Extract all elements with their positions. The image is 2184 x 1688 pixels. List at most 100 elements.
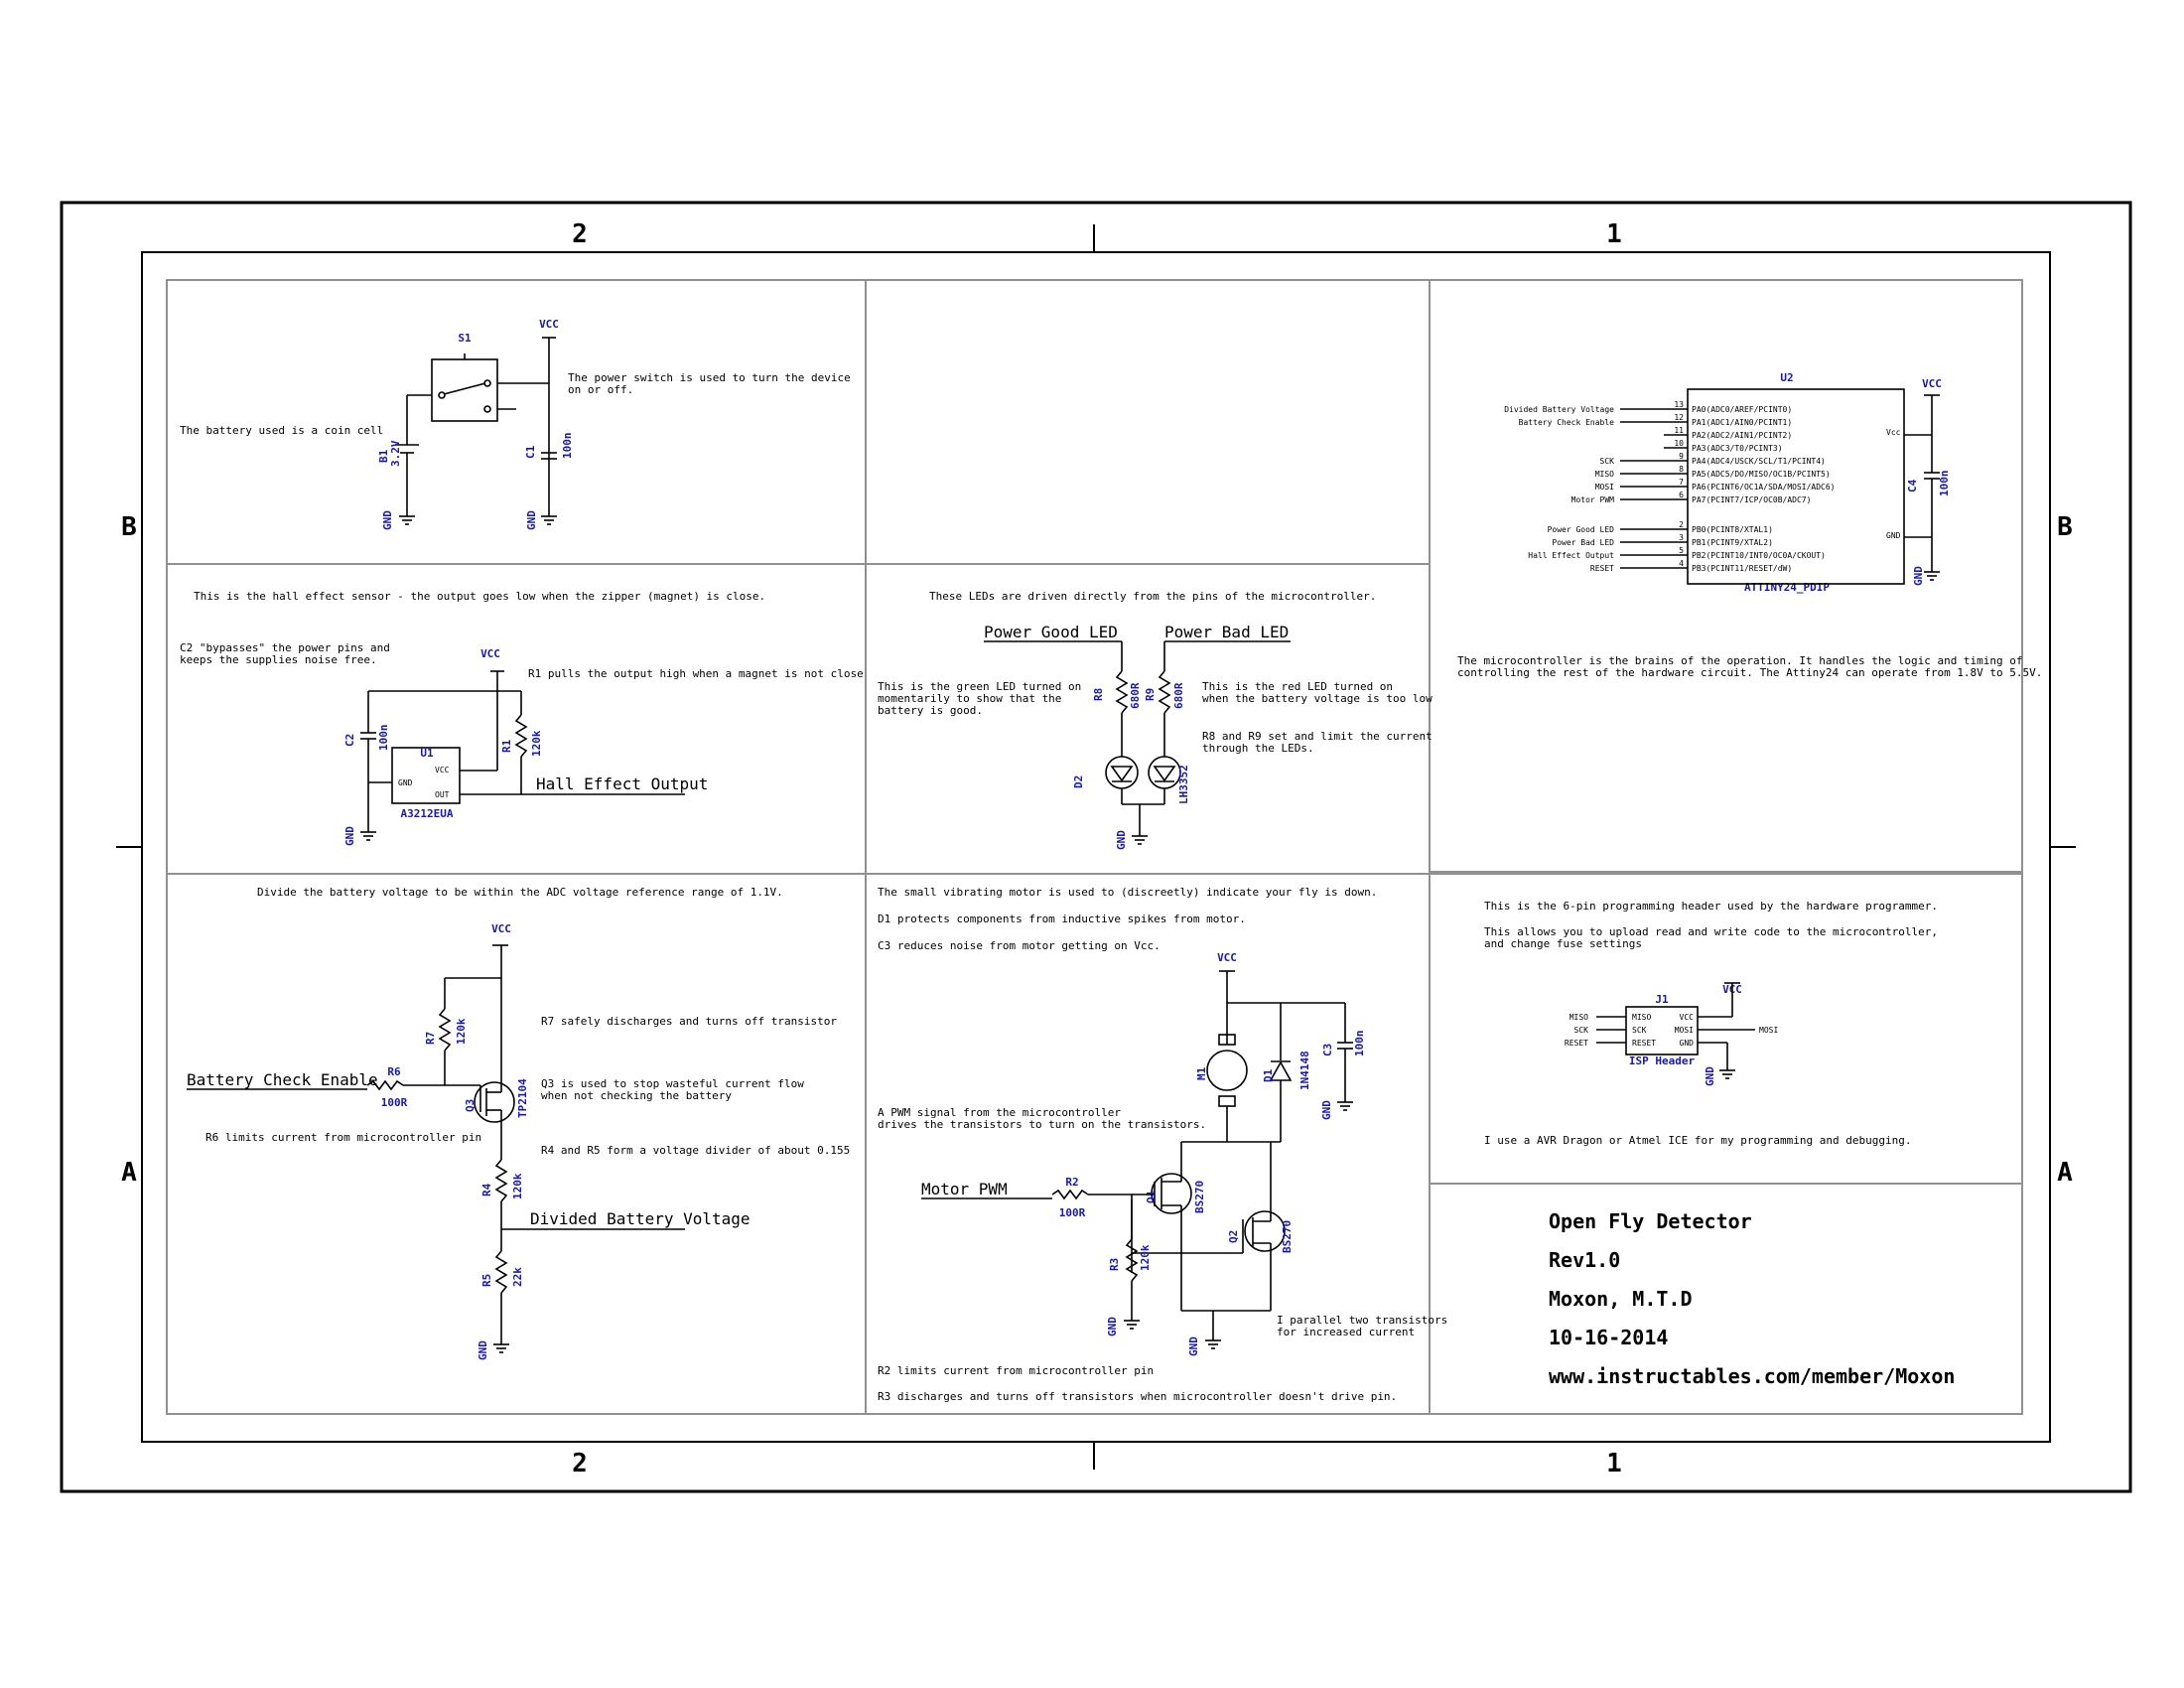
u1-sensor <box>391 747 461 804</box>
d3-part: LH3352 <box>1177 765 1190 804</box>
section-grid <box>166 279 2023 1415</box>
isp-pin-mosi: MOSI <box>1675 1026 1694 1035</box>
mcu-pin-name: PB0(PCINT8/XTAL1) <box>1692 525 1773 534</box>
r6-label: R6 <box>387 1065 401 1078</box>
mcu-pin-name: PA1(ADC1/AIN0/PCINT1) <box>1692 418 1792 427</box>
mcu-pin-number: 3 <box>1679 533 1684 542</box>
d1-part: 1N4148 <box>1298 1051 1311 1090</box>
r7-note: R7 safely discharges and turns off trans… <box>541 1015 837 1028</box>
motor-note-1: The small vibrating motor is used to (di… <box>878 886 1377 899</box>
mcu-net-label: MOSI <box>1595 483 1614 492</box>
red-note-2: when the battery voltage is too low <box>1202 692 1433 705</box>
power-section: The battery used is a coin cell The powe… <box>180 318 851 530</box>
c1-value: 100n <box>561 433 574 460</box>
mcu-net-label: Motor PWM <box>1571 495 1615 504</box>
mcu-pin-name: PB1(PCINT9/XTAL2) <box>1692 538 1773 547</box>
divided-voltage-net: Divided Battery Voltage <box>530 1209 751 1228</box>
mcu-vcc-pin: Vcc <box>1886 428 1901 437</box>
q3-part: TP2104 <box>516 1078 529 1118</box>
zone-left-b: B <box>121 512 137 542</box>
u2-label: U2 <box>1780 371 1793 384</box>
zone-top-2: 2 <box>572 219 588 249</box>
hall-note: This is the hall effect sensor - the out… <box>194 590 765 603</box>
c3-label: C3 <box>1321 1044 1334 1056</box>
motor-note-2: D1 protects components from inductive sp… <box>878 913 1246 925</box>
mcu-pin-number: 6 <box>1679 491 1684 499</box>
isp-note-3: and change fuse settings <box>1484 937 1642 950</box>
d1-label: D1 <box>1262 1068 1275 1082</box>
mcu-net-label: Battery Check Enable <box>1519 418 1615 427</box>
mcu-pin-name: PA6(PCINT6/OC1A/SDA/MOSI/ADC6) <box>1692 483 1836 492</box>
r2-label: R2 <box>1065 1176 1078 1189</box>
green-note-3: battery is good. <box>878 704 983 717</box>
zone-bottom-2: 2 <box>572 1449 588 1478</box>
gnd-label-c3: GND <box>1320 1100 1333 1120</box>
led-section: These LEDs are driven directly from the … <box>878 590 1433 850</box>
project-title: Open Fly Detector <box>1549 1209 1752 1233</box>
pwm-note-2: drives the transistors to turn on the tr… <box>878 1118 1206 1131</box>
zone-right-a: A <box>2057 1158 2073 1188</box>
title-block: Open Fly Detector Rev1.0 Moxon, M.T.D 10… <box>1549 1209 1955 1388</box>
mcu-net-label: Power Bad LED <box>1552 538 1614 547</box>
r8-label: R8 <box>1092 688 1105 701</box>
mcu-pin-number: 4 <box>1679 559 1684 568</box>
zone-bottom-1: 1 <box>1606 1449 1622 1478</box>
u1-vcc-pin: VCC <box>435 766 450 774</box>
q2-label: Q2 <box>1227 1230 1240 1243</box>
r6-note: R6 limits current from microcontroller p… <box>205 1131 481 1144</box>
motor-pwm-net: Motor PWM <box>921 1180 1008 1198</box>
u1-gnd-pin: GND <box>398 778 413 787</box>
isp-tools-note: I use a AVR Dragon or Atmel ICE for my p… <box>1484 1134 1911 1147</box>
mcu-pin-number: 8 <box>1679 465 1684 474</box>
mcu-pin-name: PB2(PCINT10/INT0/OC0A/CKOUT) <box>1692 551 1826 560</box>
q3-note-2: when not checking the battery <box>541 1089 732 1102</box>
date: 10-16-2014 <box>1549 1326 1668 1349</box>
battery-check-note: Divide the battery voltage to be within … <box>257 886 783 899</box>
mcu-pin-name: PA7(PCINT7/ICP/OC0B/ADC7) <box>1692 495 1811 504</box>
power-bad-net: Power Bad LED <box>1164 623 1289 641</box>
mcu-net-label: MISO <box>1595 470 1614 479</box>
isp-note-1: This is the 6-pin programming header use… <box>1484 900 1938 913</box>
r6-value: 100R <box>381 1096 408 1109</box>
gnd-label-isp: GND <box>1704 1066 1716 1086</box>
zone-left-a: A <box>121 1158 137 1188</box>
gnd-label-q: GND <box>1187 1336 1200 1356</box>
r1-label: R1 <box>500 739 513 753</box>
j1-header <box>1625 1006 1699 1055</box>
switch-note-1: The power switch is used to turn the dev… <box>568 371 851 384</box>
power-good-net: Power Good LED <box>984 623 1118 641</box>
r2-value: 100R <box>1059 1206 1086 1219</box>
q3-transistor <box>474 1081 515 1123</box>
u2-part: ATTINY24_PDIP <box>1744 581 1830 594</box>
revision: Rev1.0 <box>1549 1248 1620 1272</box>
mcu-section: U2 ATTINY24_PDIP VCC Vcc GND C4 100n GND… <box>1457 371 2042 679</box>
mcu-pin-number: 9 <box>1679 452 1684 461</box>
mcu-pin-name: PA3(ADC3/T0/PCINT3) <box>1692 444 1783 453</box>
motor-m1 <box>1206 1050 1248 1091</box>
mcu-pin-number: 7 <box>1679 478 1684 487</box>
isp-part: ISP Header <box>1629 1055 1696 1067</box>
r9-label: R9 <box>1144 688 1157 701</box>
isp-section: This is the 6-pin programming header use… <box>1484 900 1938 1147</box>
b1-label: B1 <box>377 449 390 463</box>
isp-pin-vcc: VCC <box>1680 1013 1695 1022</box>
mcu-net-label: SCK <box>1600 457 1615 466</box>
c2-note-2: keeps the supplies noise free. <box>180 653 377 666</box>
mcu-pin-number: 12 <box>1674 413 1684 422</box>
mcu-pin-name: PA5(ADC5/DO/MISO/OC1B/PCINT5) <box>1692 470 1831 479</box>
motor-note-3: C3 reduces noise from motor getting on V… <box>878 939 1160 952</box>
b1-value: 3.2V <box>389 440 402 467</box>
mcu-net-label: Hall Effect Output <box>1528 551 1614 560</box>
battery-check-enable-net: Battery Check Enable <box>187 1070 378 1089</box>
r3-label: R3 <box>1108 1258 1121 1271</box>
gnd-label-b1: GND <box>381 510 394 530</box>
r8r9-note-1: R8 and R9 set and limit the current <box>1202 730 1433 743</box>
mcu-pin-name: PB3(PCINT11/RESET/dW) <box>1692 564 1792 573</box>
isp-pin-gnd: GND <box>1680 1039 1695 1048</box>
r2-note: R2 limits current from microcontroller p… <box>878 1364 1154 1377</box>
mcu-net-label: RESET <box>1590 564 1614 573</box>
q3-label: Q3 <box>464 1099 477 1112</box>
c2-note-1: C2 "bypasses" the power pins and <box>180 641 390 654</box>
